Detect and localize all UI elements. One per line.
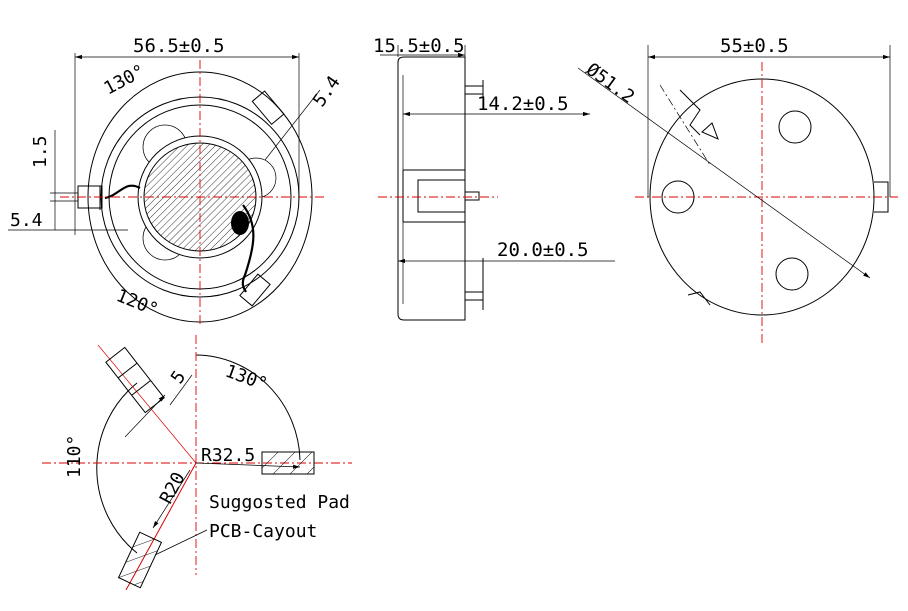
side-body	[397, 56, 466, 321]
pad-width-dim: 5	[167, 367, 190, 388]
pad-right	[261, 451, 315, 475]
back-view: 55±0.5 Ø51.2	[577, 35, 898, 345]
pad-label-line2: PCB-Cayout	[209, 521, 317, 542]
pad-angle-left: 110°	[64, 435, 85, 478]
solder-point	[231, 211, 249, 235]
lead-wire-right	[241, 204, 255, 293]
polarity-mark	[701, 122, 719, 140]
side-view: 15.5±0.5 14.2±0.5 20.0±0.5	[373, 35, 615, 321]
side-pin-dim: 20.0±0.5	[497, 239, 589, 261]
arc-110	[96, 382, 138, 554]
pad-radius-outer: R32.5	[201, 445, 255, 466]
side-slot	[417, 179, 466, 213]
front-slot-depth-dim: 5.4	[10, 210, 43, 231]
side-tab-bottom	[464, 291, 484, 301]
front-slot-height-dim: 1.5	[30, 135, 51, 168]
front-angle-top: 130°	[100, 61, 148, 100]
pad-layout-view: 130° 110° 5 R32.5 R20 Suggosted Pad PCB-…	[42, 335, 352, 591]
pad-radius-inner: R20	[156, 469, 190, 508]
front-angle-bottom: 120°	[113, 285, 161, 321]
lead-wire-left	[104, 184, 141, 200]
pad-angle-top: 130°	[222, 361, 270, 396]
side-body-dim: 14.2±0.5	[477, 93, 569, 115]
side-height-dim: 15.5±0.5	[373, 35, 465, 57]
pad-bottom-left	[117, 531, 163, 589]
front-width-dim: 56.5±0.5	[133, 35, 225, 57]
mount-hole-bottom	[775, 257, 809, 291]
back-diameter-dim: Ø51.2	[582, 59, 638, 108]
arc-130	[195, 354, 301, 461]
front-tab-dim: 5.4	[309, 72, 345, 111]
pad-label-line1: Suggosted Pad	[209, 492, 350, 513]
back-width-dim: 55±0.5	[720, 35, 789, 57]
front-view: 56.5±0.5 130° 120° 5.4 1.5 5.4	[8, 35, 345, 325]
mount-hole-top	[778, 110, 812, 144]
pad-top-left	[105, 346, 165, 414]
